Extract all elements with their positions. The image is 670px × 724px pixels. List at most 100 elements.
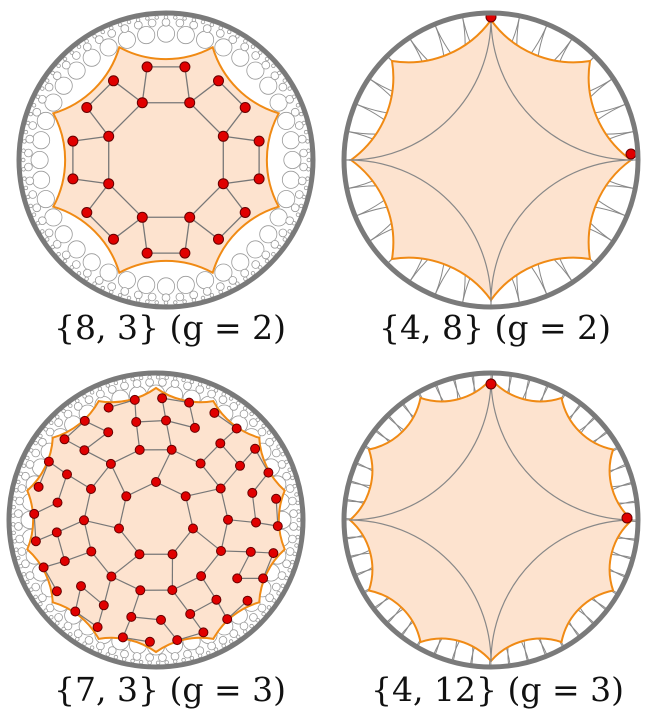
cell [258, 265, 263, 270]
cell [290, 107, 300, 117]
cell [28, 121, 38, 130]
vertex [86, 484, 96, 494]
edge [220, 488, 229, 520]
cell [24, 162, 33, 172]
vertex [232, 573, 243, 584]
cell [35, 94, 41, 99]
cell [266, 605, 272, 610]
edge [200, 550, 222, 577]
cell [38, 601, 43, 607]
cell [277, 70, 282, 76]
cell [297, 176, 307, 186]
edge [171, 449, 201, 465]
cell [75, 398, 80, 403]
vertex [151, 477, 161, 487]
cell [120, 24, 130, 33]
edge [110, 463, 127, 497]
cell [242, 406, 248, 411]
cell [120, 287, 130, 296]
edge [185, 487, 221, 497]
edge [189, 183, 224, 218]
cell [287, 86, 292, 91]
vertex [98, 600, 109, 611]
cell [82, 641, 87, 646]
vertex [245, 546, 256, 557]
cell [44, 82, 54, 92]
edge [86, 80, 114, 108]
cell [25, 134, 35, 144]
edge [222, 183, 246, 213]
edge [126, 481, 157, 497]
cell [294, 121, 304, 130]
cell [100, 285, 105, 291]
cell [82, 48, 101, 67]
cell [289, 522, 298, 531]
vertex [59, 434, 70, 445]
cell [36, 111, 55, 130]
cell [277, 190, 296, 209]
edge [184, 217, 191, 254]
vertex [134, 549, 145, 560]
cell [280, 583, 285, 588]
cell [61, 408, 66, 414]
edge [185, 496, 194, 529]
cell [61, 250, 71, 260]
cell [132, 652, 142, 661]
cell [228, 396, 234, 401]
cell [147, 18, 157, 28]
cell [246, 240, 265, 259]
cell [264, 258, 270, 264]
cell [282, 237, 287, 242]
cell [294, 190, 304, 199]
vertex [222, 614, 233, 625]
cell [250, 271, 256, 276]
cell [287, 568, 292, 573]
vertex [59, 556, 70, 567]
cell [270, 240, 280, 249]
cell [282, 471, 291, 481]
cell [285, 95, 295, 104]
vertex [29, 508, 40, 519]
cell [38, 593, 47, 603]
cell [94, 35, 104, 44]
fundamental-region [51, 45, 281, 275]
cell [75, 637, 80, 642]
cell [55, 414, 60, 419]
cell [49, 615, 54, 620]
vertex [33, 481, 44, 492]
vertex [213, 75, 224, 87]
cell [258, 50, 263, 55]
caption-4-8: {4, 8} (g = 2) [379, 308, 611, 347]
cell [84, 395, 94, 405]
vertex [108, 233, 119, 245]
cell [84, 276, 89, 281]
cell [229, 629, 239, 638]
cell [32, 203, 42, 213]
cell [243, 39, 248, 44]
geodesic [490, 17, 634, 161]
vertex [251, 517, 261, 528]
vertex [136, 97, 148, 109]
cell [54, 225, 73, 244]
cell [76, 271, 82, 276]
cell [235, 34, 240, 39]
vertex [272, 521, 283, 532]
cell [226, 29, 232, 35]
vertex [215, 483, 226, 494]
edge [172, 575, 202, 591]
edge [189, 80, 219, 104]
cell [213, 388, 219, 393]
cell [50, 70, 55, 76]
cell [271, 598, 277, 603]
cell [33, 440, 38, 446]
cell [277, 244, 282, 250]
cell [214, 38, 233, 57]
cell [132, 379, 142, 388]
cell [52, 240, 62, 249]
vertex [103, 178, 115, 190]
cell [235, 401, 241, 406]
edge [172, 528, 194, 555]
vertex [179, 61, 191, 73]
